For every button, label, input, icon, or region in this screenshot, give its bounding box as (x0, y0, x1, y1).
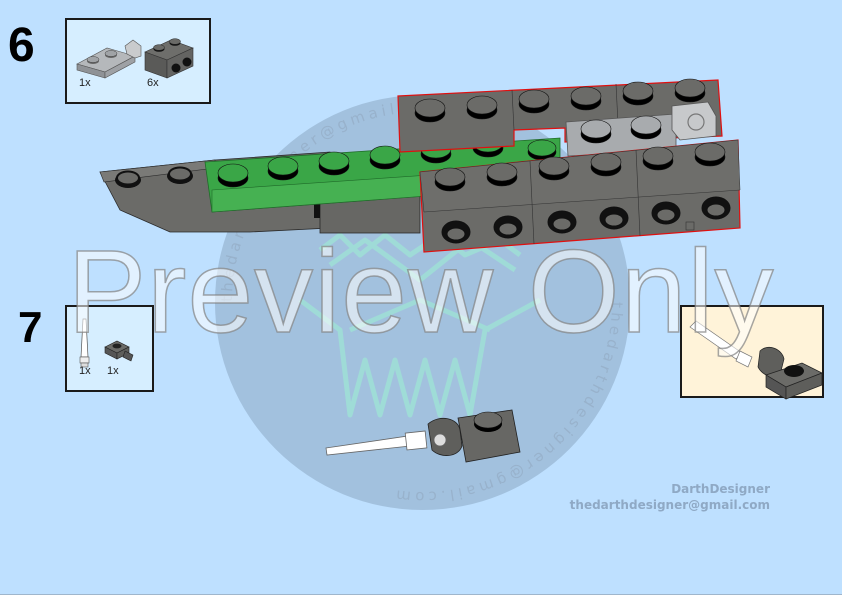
step-number-6: 6 (8, 19, 35, 72)
callout-step-7-detail (680, 305, 824, 400)
part-antenna-icon (79, 318, 90, 368)
parts-list-step-7: 1x 1x (65, 305, 154, 392)
part-qty-bracket: 6x (147, 77, 159, 89)
part-hinge-plate-icon (76, 39, 142, 79)
part-qty-hinge-plate: 1x (79, 77, 91, 89)
side-studs (441, 196, 731, 244)
back-row-studs (414, 78, 706, 123)
credit-author: DarthDesigner (671, 482, 770, 496)
part-bracket-icon (144, 38, 194, 79)
front-row-studs (434, 142, 726, 192)
green-studs (217, 133, 557, 188)
step-number-7: 7 (18, 303, 43, 352)
wedge-studs (115, 166, 193, 188)
credit-email: thedarthdesigner@gmail.com (569, 498, 770, 512)
part-qty-clip-plate: 1x (107, 365, 119, 377)
part-qty-antenna: 1x (79, 365, 91, 377)
part-clip-plate-icon (104, 340, 134, 362)
preview-only-watermark: Preview Only (67, 226, 775, 358)
credit-block: DarthDesigner thedarthdesigner@gmail.com (570, 481, 770, 513)
parts-list-step-6: 1x 6x (65, 18, 211, 104)
callout-clip-attach-illustration (689, 320, 823, 400)
